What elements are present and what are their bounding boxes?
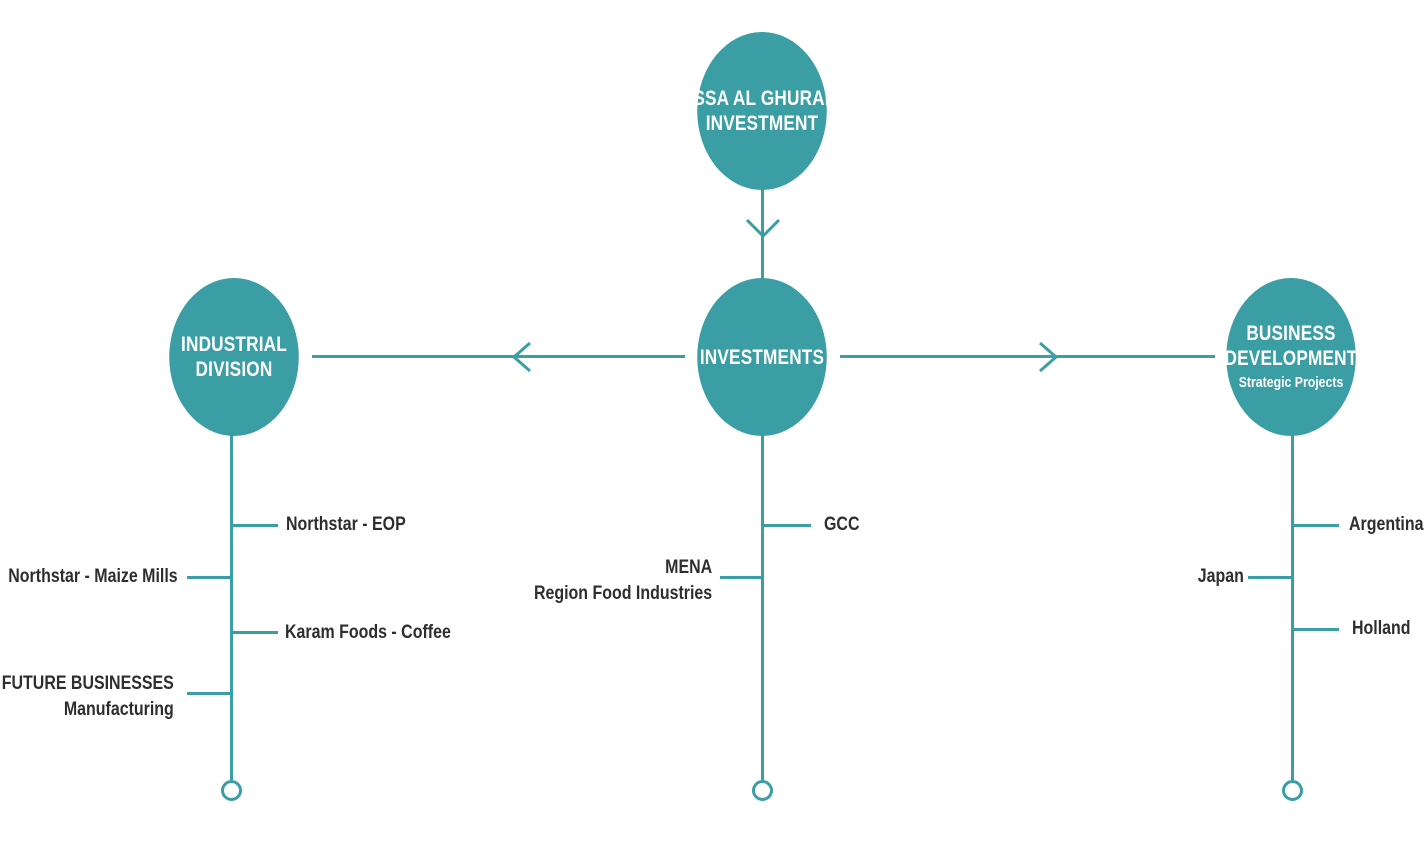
investments-to-industrial-connector <box>312 355 685 358</box>
node-investments: INVESTMENTS <box>697 278 827 436</box>
industrial-branch-line <box>230 432 233 780</box>
investments-branch-line <box>761 432 764 780</box>
node-industrial-line-1: INDUSTRIAL <box>181 333 287 356</box>
branch-label-text: Karam Foods - Coffee <box>285 622 451 643</box>
business-branch-line <box>1291 432 1294 780</box>
branch-label-karam-foods-coffee: Karam Foods - Coffee <box>285 620 451 646</box>
branch-label-text: GCC <box>824 514 860 535</box>
investments-to-business-connector <box>840 355 1215 358</box>
branch-label-mena: MENA Region Food Industries <box>534 555 712 607</box>
node-business-line-1: BUSINESS <box>1246 322 1336 345</box>
investments-tick-1 <box>763 524 811 527</box>
arrow-down-icon <box>745 218 781 239</box>
branch-label-text: FUTURE BUSINESSES <box>1 673 174 694</box>
industrial-tick-3 <box>232 631 278 634</box>
industrial-tick-2 <box>187 576 232 579</box>
branch-label-text: Northstar - EOP <box>286 514 406 535</box>
branch-label-argentina: Argentina <box>1349 512 1423 538</box>
industrial-end-dot <box>221 780 242 801</box>
branch-label-text: Northstar - Maize Mills <box>8 566 178 587</box>
branch-label-text: Argentina <box>1349 514 1424 535</box>
node-essa-al-ghurair-investment: ESSA AL GHURAIR INVESTMENT <box>682 32 842 190</box>
business-tick-2 <box>1248 576 1293 579</box>
node-investments-line-1: INVESTMENTS <box>699 345 825 369</box>
node-industrial-line-2: DIVISION <box>195 358 273 381</box>
branch-label-future-businesses: FUTURE BUSINESSES Manufacturing <box>2 671 174 723</box>
business-tick-3 <box>1293 628 1339 631</box>
node-root-line-2: INVESTMENT <box>705 112 819 135</box>
branch-label-text: Region Food Industries <box>533 583 712 604</box>
branch-label-gcc: GCC <box>824 512 859 538</box>
branch-label-northstar-maize-mills: Northstar - Maize Mills <box>9 564 178 590</box>
branch-label-japan: Japan <box>1198 564 1244 590</box>
node-industrial-division: INDUSTRIAL DIVISION <box>169 278 299 436</box>
branch-label-northstar-eop: Northstar - EOP <box>286 512 406 538</box>
branch-label-text: Holland <box>1352 618 1411 639</box>
industrial-tick-4 <box>187 692 232 695</box>
business-tick-1 <box>1293 524 1339 527</box>
investments-end-dot <box>752 780 773 801</box>
node-business-subtitle: Strategic Projects <box>1238 374 1344 391</box>
node-root-line-1: ESSA AL GHURAIR <box>681 87 843 110</box>
node-business-development: BUSINESS DEVELOPMENT Strategic Projects <box>1224 278 1358 436</box>
investments-tick-2 <box>720 576 763 579</box>
arrow-left-icon <box>511 341 531 373</box>
branch-label-text: MENA <box>664 557 712 578</box>
node-business-line-2: DEVELOPMENT <box>1224 347 1358 370</box>
business-end-dot <box>1282 780 1303 801</box>
branch-label-holland: Holland <box>1352 616 1411 642</box>
industrial-tick-1 <box>232 524 278 527</box>
branch-label-text: Japan <box>1197 566 1244 587</box>
branch-label-text: Manufacturing <box>64 699 174 720</box>
arrow-right-icon <box>1039 341 1059 373</box>
